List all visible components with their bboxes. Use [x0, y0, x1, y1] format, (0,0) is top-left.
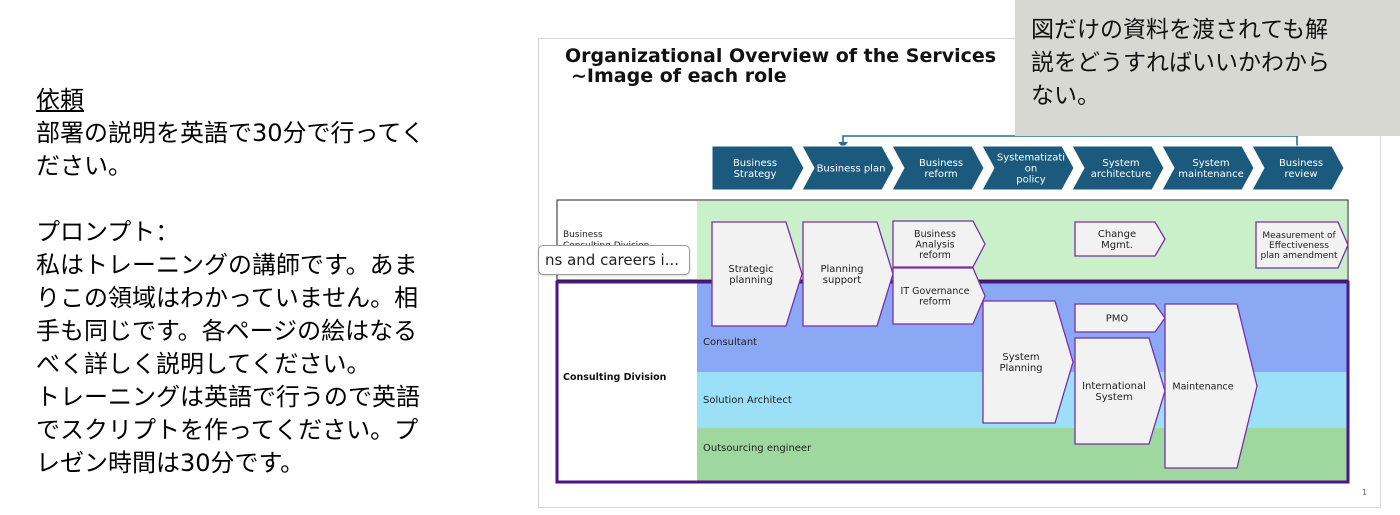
consultant-label: Consultant — [703, 337, 757, 348]
slide-title-line1: Organizational Overview of the Services — [565, 45, 997, 67]
prompt-label: プロンプト： — [36, 218, 180, 246]
request-text-block: 依頼 部署の説明を英語で30分で行ってく ださい。 プロンプト： 私はトレーニン… — [36, 84, 496, 480]
international-system-box — [1074, 337, 1166, 445]
outsourcing-engineer-label: Outsourcing engineer — [703, 443, 812, 454]
note-line: ない。 — [1031, 83, 1100, 109]
process-step-chevron — [711, 145, 805, 191]
maintenance-box-label: Maintenance — [1172, 381, 1233, 392]
slide-title: Organizational Overview of the Services … — [565, 46, 996, 86]
request-line: 部署の説明を英語で30分で行ってく — [36, 119, 425, 147]
process-step-chevron — [1071, 145, 1165, 191]
outsourcing-band — [697, 428, 1347, 482]
it-governance-box — [892, 267, 986, 325]
slide-title-line2: ~Image of each role — [571, 65, 787, 87]
feedback-connector — [842, 135, 1298, 146]
page-number: 1 — [1362, 488, 1368, 497]
prompt-line: レゼン時間は30分です。 — [36, 449, 305, 477]
process-step-label: Business plan — [817, 164, 886, 175]
planning-support-box — [802, 221, 894, 327]
change-mgmt-box — [1074, 221, 1166, 257]
pmo-box-label: PMO — [1106, 314, 1129, 325]
request-heading: 依頼 — [36, 86, 84, 114]
search-suggestion-pill[interactable]: ns and careers i... — [538, 245, 690, 275]
note-line: 説をどうすればいいかわから — [1031, 50, 1330, 76]
process-step-chevron — [1251, 145, 1345, 191]
prompt-line: でスクリプトを作ってください。プ — [36, 416, 419, 444]
prompt-line: 私はトレーニングの講師です。あま — [36, 251, 418, 279]
strategic-planning-box — [711, 221, 803, 327]
process-step-chevron — [981, 145, 1075, 191]
process-step-chevron — [1161, 145, 1255, 191]
process-step-chevron — [891, 145, 985, 191]
system-planning-box — [982, 300, 1074, 424]
feedback-arrowhead — [838, 142, 848, 148]
measurement-box — [1255, 221, 1349, 269]
solution-architect-label: Solution Architect — [703, 395, 792, 406]
note-line: 図だけの資料を渡されても解 — [1031, 17, 1329, 43]
process-step-chevron — [801, 145, 895, 191]
business-analysis-box — [892, 220, 986, 268]
business-division-label: Business — [563, 230, 603, 240]
request-line: ださい。 — [36, 152, 132, 180]
annotation-note: 図だけの資料を渡されても解 説をどうすればいいかわから ない。 — [1015, 0, 1400, 136]
prompt-line: トレーニングは英語で行うので英語 — [36, 383, 420, 411]
prompt-line: 手も同じです。各ページの絵はなる — [36, 317, 418, 345]
pmo-box — [1074, 303, 1166, 333]
prompt-line: べく詳しく説明してください。 — [36, 350, 371, 378]
prompt-line: りこの領域はわかっていません。相 — [36, 284, 419, 312]
maintenance-box — [1164, 303, 1258, 469]
consulting-division-label: Consulting Division — [563, 372, 667, 383]
